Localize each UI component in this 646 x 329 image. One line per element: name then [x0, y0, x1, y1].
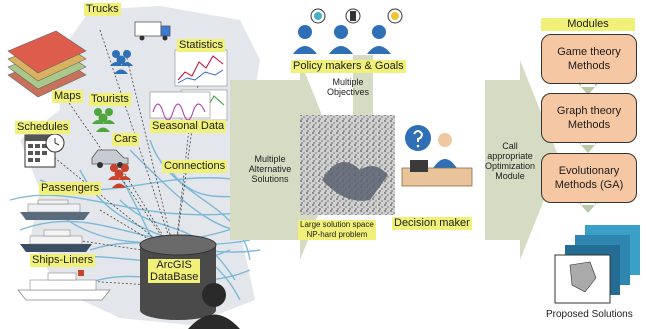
label-decision-maker: Decision maker: [392, 217, 472, 230]
seasonal-data-chart-icon: [149, 91, 211, 121]
label-statistics: Statistics: [177, 39, 226, 52]
label-seasonal-data: Seasonal Data: [150, 120, 227, 133]
label-connections: Connections: [162, 160, 228, 173]
cars-people-icon: [92, 108, 115, 132]
user-silhouette-icon: [188, 283, 240, 329]
module-arrow-1: [575, 80, 601, 95]
module-game-theory: Game theory Methods: [541, 34, 637, 84]
proposed-solutions-icon: [554, 225, 640, 304]
solution-space-icon: [300, 115, 395, 215]
ship-icon-3: [17, 270, 111, 301]
label-proposed-solutions: Proposed Solutions: [546, 309, 633, 320]
label-trucks: Trucks: [84, 3, 121, 16]
truck-icon: [134, 21, 171, 41]
label-arcgis-database: ArcGIS DataBase: [148, 259, 201, 283]
calendar-icon: [24, 133, 65, 168]
label-schedules: Schedules: [15, 121, 71, 134]
label-solution-space: Large solution space NP-hard problem: [298, 220, 376, 240]
tourists-people-icon: [110, 50, 133, 74]
module-arrow-3: [575, 198, 601, 213]
label-call-module: Call appropriate Optimization Module: [484, 141, 536, 181]
ship-icon-1: [20, 199, 90, 220]
car-icon: [91, 149, 129, 168]
module-game-theory-label: Game theory Methods: [557, 46, 621, 72]
module-evolutionary: Evolutionary Methods (GA): [541, 153, 637, 203]
label-policy-makers: Policy makers & Goals: [291, 60, 406, 73]
policy-makers-icon: [293, 25, 391, 54]
label-ships-liners: Ships-Liners: [30, 254, 96, 267]
module-arrow-2: [575, 138, 601, 153]
passengers-people-icon: [108, 164, 131, 188]
arrow-call-module: [485, 60, 560, 260]
speech-bubble-icons: [310, 8, 403, 24]
label-multiple-objectives: Multiple Objectives: [326, 77, 370, 97]
module-graph-theory-label: Graph theory Methods: [556, 105, 622, 131]
label-cars: Cars: [112, 133, 140, 146]
decision-maker-icon: [401, 125, 473, 187]
modules-title: Modules: [541, 18, 635, 31]
module-graph-theory: Graph theory Methods: [541, 93, 637, 143]
module-evolutionary-label: Evolutionary Methods (GA): [554, 165, 624, 191]
label-multiple-alternative-solutions: Multiple Alternative Solutions: [248, 154, 292, 184]
label-passengers: Passengers: [39, 182, 102, 195]
maps-icon: [7, 30, 87, 98]
ship-icon-2: [20, 229, 92, 252]
label-maps: Maps: [52, 90, 83, 103]
label-tourists: Tourists: [89, 93, 131, 106]
